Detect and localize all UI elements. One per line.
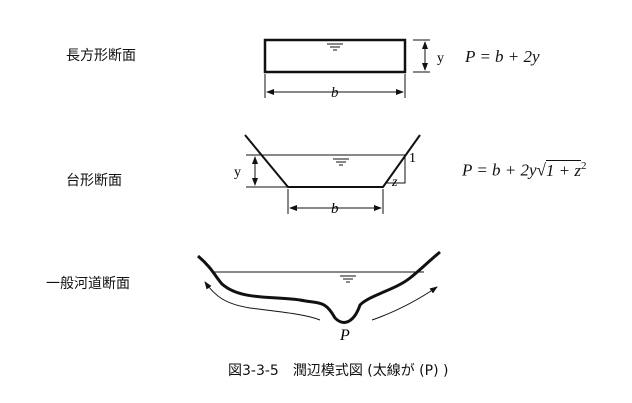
perimeter-label: P [339,327,350,344]
rectangular-section [263,38,430,98]
general-channel-label: 一般河道断面 [46,276,130,292]
rectangular-section-label: 長方形断面 [66,48,136,64]
water-surface-icon [333,158,349,166]
water-surface-icon [327,43,343,51]
formula-root: 1 + z [545,159,582,180]
trapezoidal-section [244,134,421,214]
water-surface-icon [340,275,356,283]
formula-exponent: 2 [581,160,587,172]
figure-caption: 図3-3-5 潤辺模式図 (太線が (P) ) [228,363,449,379]
dim-b-label: b [331,201,339,217]
dim-y-label: y [234,165,241,180]
dim-b-label: b [331,85,339,101]
trapezoidal-formula: P = b + 2y√1 + z2 [462,159,587,180]
general-channel-section [197,250,440,324]
rectangular-formula: P = b + 2y [465,47,540,66]
formula-main: P = b + 2y [462,160,537,180]
trapezoidal-section-label: 台形断面 [66,173,122,189]
slope-horizontal-label: z [391,175,398,190]
slope-vertical-label: 1 [409,151,416,166]
dim-y-label: y [437,51,444,66]
